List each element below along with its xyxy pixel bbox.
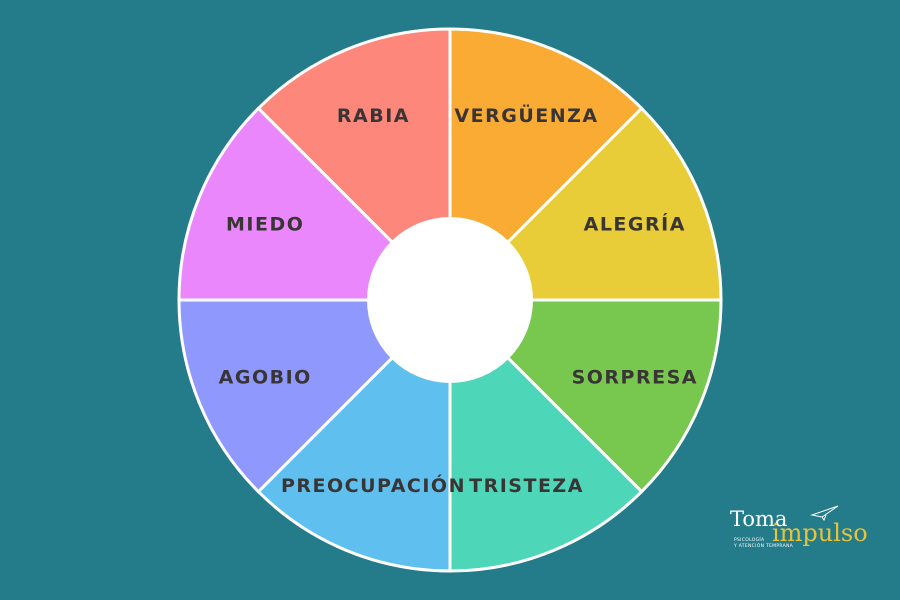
segment-label: RABIA — [337, 105, 410, 127]
logo-line-1: PSICOLOGÍA — [734, 538, 765, 543]
segment-label: VERGÜENZA — [454, 103, 598, 127]
segment-label: TRISTEZA — [469, 475, 584, 497]
logo-word-impulso: impulso — [772, 519, 868, 547]
segment-label: AGOBIO — [219, 367, 312, 389]
segment-label: ALEGRÍA — [584, 212, 686, 235]
logo: Toma impulso PSICOLOGÍA Y ATENCIÓN TEMPR… — [728, 505, 868, 557]
logo-word-toma: Toma — [730, 507, 788, 531]
segment-label: MIEDO — [226, 213, 304, 235]
logo-line-2: Y ATENCIÓN TEMPRANA — [734, 544, 794, 549]
wheel-center — [367, 217, 533, 383]
segment-label: SORPRESA — [572, 367, 698, 389]
paper-plane-icon — [810, 505, 839, 521]
segment-label: PREOCUPACIÓN — [281, 473, 466, 497]
